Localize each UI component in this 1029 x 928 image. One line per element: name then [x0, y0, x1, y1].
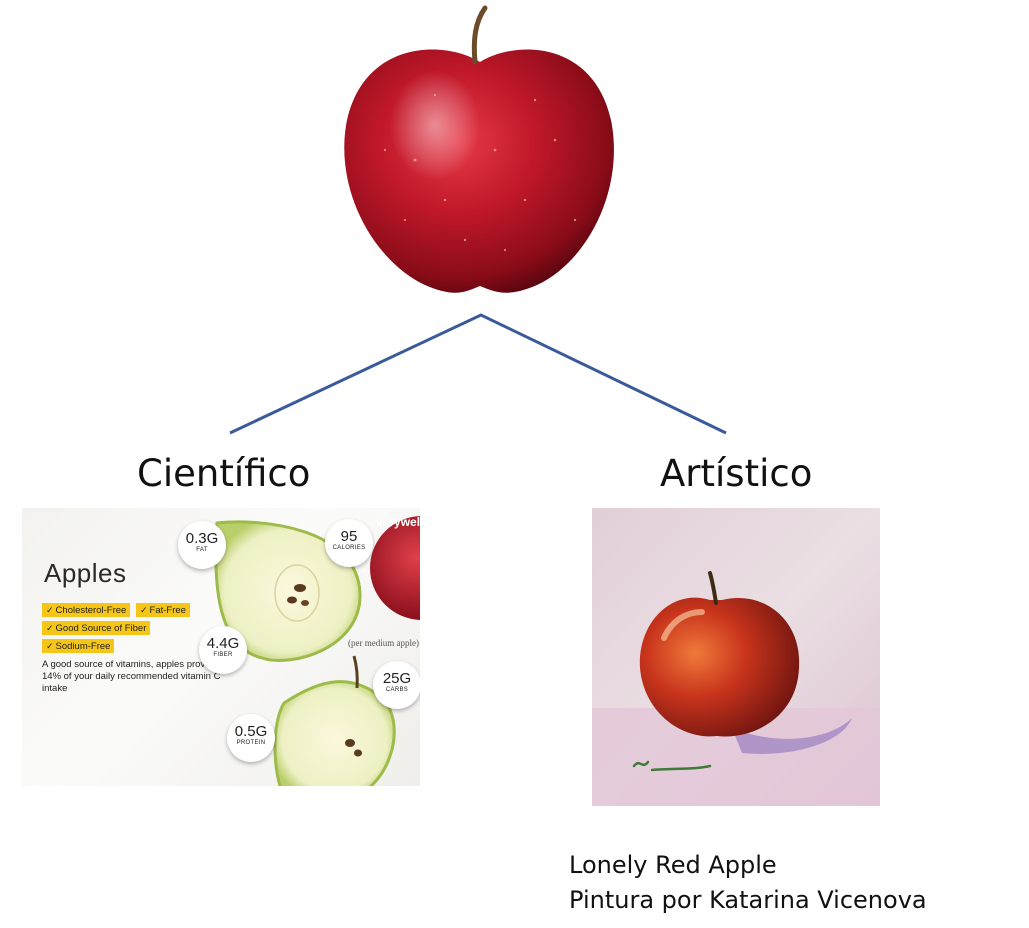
red-apple-image: [344, 5, 614, 293]
apple-painting-image: [592, 508, 880, 806]
painting-title: Lonely Red Apple: [569, 851, 777, 879]
check-icon: ✓: [140, 605, 148, 615]
painting-author: Pintura por Katarina Vicenova: [569, 886, 927, 914]
stat-carbs: 25G CARBS: [373, 661, 420, 709]
check-icon: ✓: [46, 605, 54, 615]
branch-label-scientific: Científico: [137, 452, 311, 495]
brand-logo-text: verywell: [376, 515, 420, 529]
check-icon: ✓: [46, 641, 54, 651]
branch-label-artistic: Artístico: [660, 452, 813, 495]
tag-sodium-free: ✓Sodium-Free: [42, 639, 115, 653]
stat-calories: 95 CALORIES: [325, 519, 373, 567]
tag-fat-free: ✓Fat-Free: [136, 603, 190, 617]
tag-cholesterol-free: ✓Cholesterol-Free: [42, 603, 131, 617]
stat-protein: 0.5G PROTEIN: [227, 714, 275, 762]
infographic-title: Apples: [44, 558, 127, 588]
nutrition-description: A good source of vitamins, apples provid…: [42, 659, 221, 694]
per-serving-note: (per medium apple): [348, 638, 419, 648]
check-icon: ✓: [46, 623, 54, 633]
tag-good-source-of-fiber: ✓Good Source of Fiber: [42, 621, 151, 635]
stat-fat: 0.3G FAT: [178, 521, 226, 569]
apple-nutrition-infographic: verywell Apples ✓Cholesterol-Free ✓Fat-F…: [22, 508, 420, 786]
stat-fiber: 4.4G FIBER: [199, 626, 247, 674]
apple-halves-illustration: [214, 516, 420, 786]
